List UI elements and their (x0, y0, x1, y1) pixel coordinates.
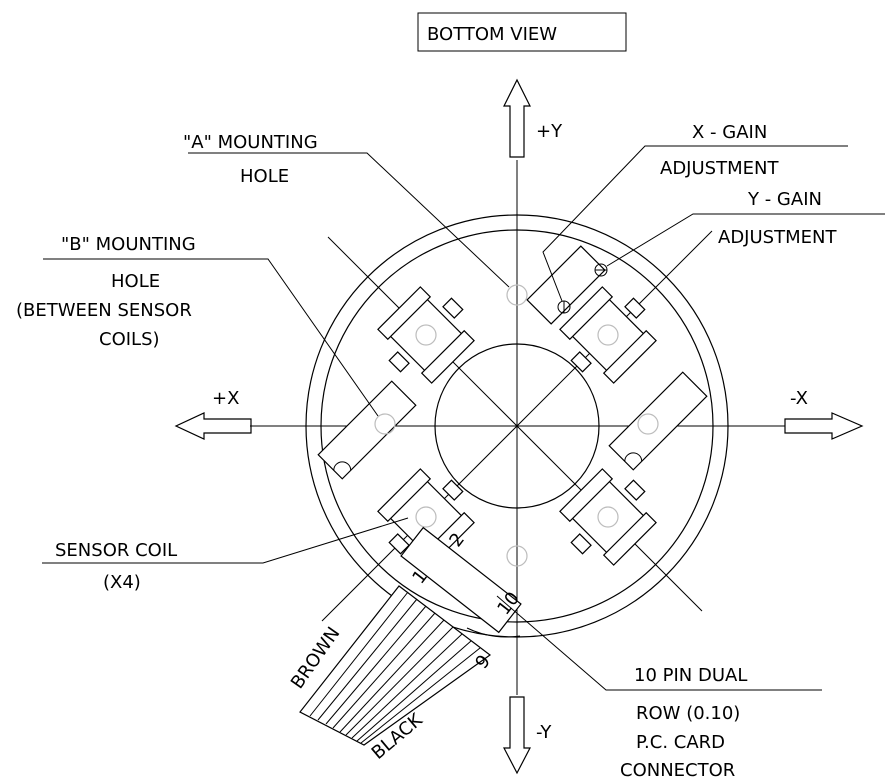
minus-x-label: -X (790, 388, 808, 409)
x-gain-label-line1: X - GAIN (692, 122, 767, 143)
connector-arc (466, 627, 521, 638)
b-hole-leader (43, 258, 379, 417)
connector-label-line4: CONNECTOR (620, 760, 735, 781)
b-mounting-hole-right (637, 413, 659, 435)
inner-housing-ring (320, 229, 714, 623)
x-gain-adjustment-screw (557, 300, 571, 314)
y-gain-leader (606, 213, 885, 267)
b-mounting-hole (374, 413, 396, 435)
a-hole-leader (188, 152, 510, 288)
connector-leader (496, 595, 822, 691)
plus-y-arrow (503, 78, 531, 158)
minus-y-label: -Y (536, 722, 552, 743)
sensor-coil-leader (42, 517, 409, 564)
sensor-coil-label-line1: SENSOR COIL (55, 540, 177, 561)
title-text: BOTTOM VIEW (427, 24, 557, 45)
gain-adjustment-board (526, 245, 606, 325)
a-hole-label-line2: HOLE (240, 166, 289, 187)
sensor-coil-label-line2: (X4) (103, 572, 141, 593)
outer-housing-ring (305, 214, 729, 638)
sensor-coil-se (559, 468, 657, 566)
x-gain-leader (542, 145, 848, 302)
y-gain-label-line2: ADJUSTMENT (718, 227, 837, 248)
connector-label-line2: ROW (0.10) (636, 703, 740, 724)
plus-x-arrow (174, 412, 252, 440)
title-box (417, 12, 627, 52)
pc-card-connector (400, 526, 522, 634)
y-gain-adjustment-screw (594, 263, 608, 277)
minus-x-arrow (784, 412, 864, 440)
b-hole-label-line2: HOLE (111, 271, 160, 292)
connector-label-line1: 10 PIN DUAL (634, 665, 747, 686)
plus-x-label: +X (212, 388, 239, 409)
b-hole-label-line4: COILS) (99, 329, 160, 350)
b-hole-label-line1: "B" MOUNTING (61, 234, 196, 255)
sensor-coil-ne (559, 286, 657, 384)
minus-y-arrow (503, 696, 531, 775)
connector-label-line3: P.C. CARD (636, 732, 725, 753)
a-mounting-hole (506, 284, 528, 306)
plus-y-label: +Y (536, 121, 563, 142)
side-plate-left (317, 380, 417, 480)
b-hole-label-line3: (BETWEEN SENSOR (16, 300, 192, 321)
sensor-coil-nw (377, 286, 475, 384)
a-mounting-hole-lower (506, 545, 528, 567)
ribbon-cable (299, 585, 492, 746)
a-hole-label-line1: "A" MOUNTING (183, 132, 318, 153)
y-gain-label-line1: Y - GAIN (747, 189, 822, 210)
x-gain-label-line2: ADJUSTMENT (660, 158, 779, 179)
